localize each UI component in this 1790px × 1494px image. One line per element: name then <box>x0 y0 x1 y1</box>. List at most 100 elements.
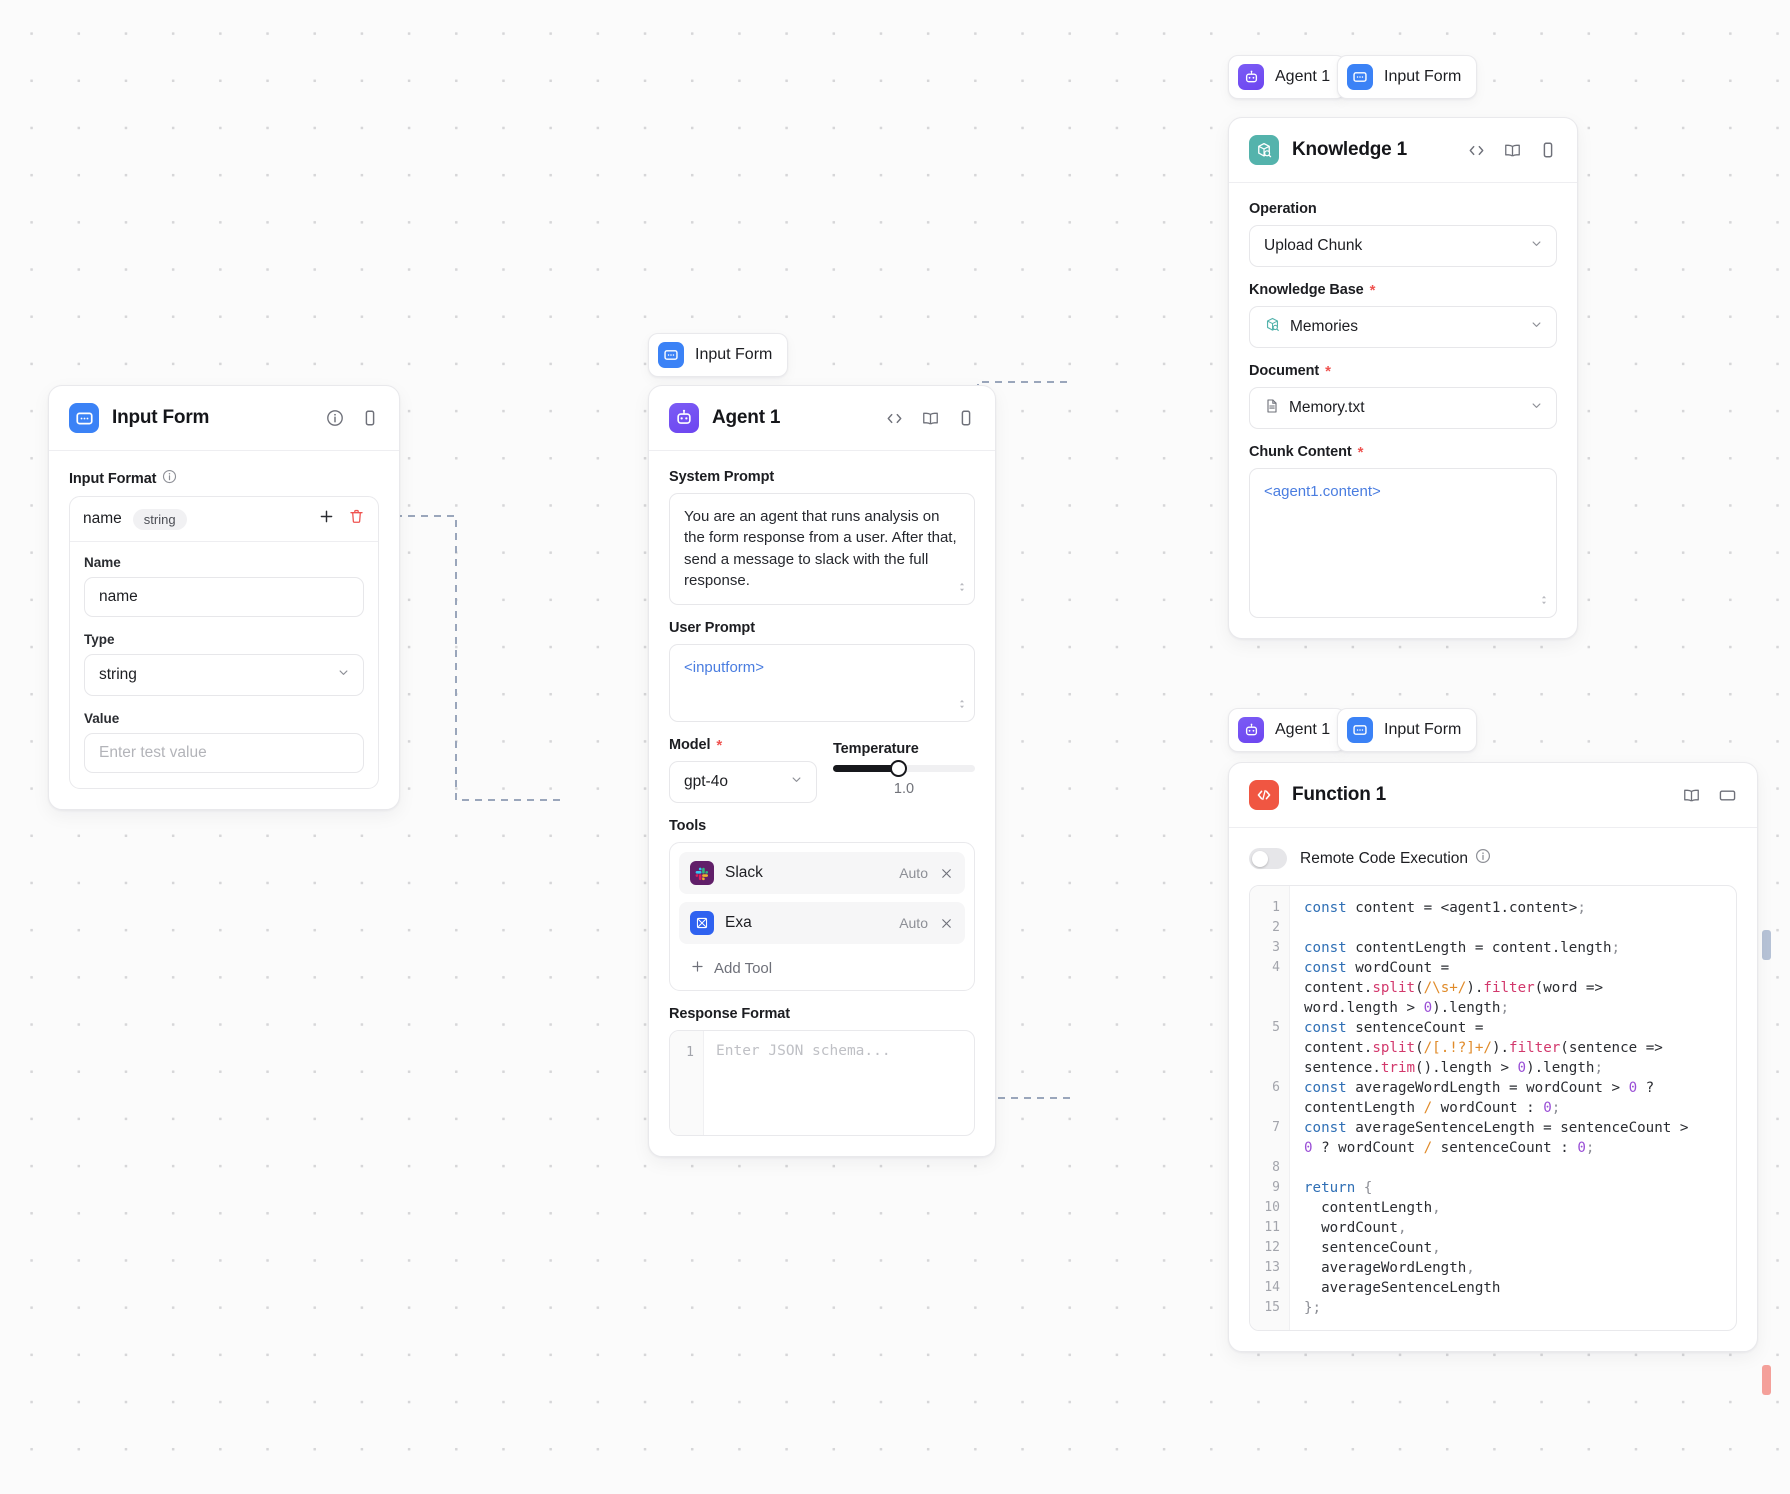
window-icon[interactable] <box>1718 786 1737 805</box>
source-chip-label: Input Form <box>1384 721 1462 738</box>
response-format-editor[interactable]: 1 Enter JSON schema... <box>669 1030 975 1136</box>
required-marker: * <box>1369 281 1376 299</box>
mobile-icon[interactable] <box>361 409 379 427</box>
source-chip-input-form[interactable]: Input Form <box>648 333 789 377</box>
remote-code-execution-toggle[interactable] <box>1249 848 1287 869</box>
temperature-slider[interactable] <box>833 760 975 777</box>
mobile-icon[interactable] <box>1539 141 1557 159</box>
tool-row-exa[interactable]: Exa Auto <box>679 902 965 944</box>
line-number: 13 <box>1264 1260 1280 1275</box>
code-gutter: 1 2 3 4 5 6 7 8 9 10 11 12 13 14 15 <box>1250 886 1290 1330</box>
knowledge-icon <box>1249 135 1279 165</box>
code-line <box>1304 1158 1736 1178</box>
book-icon[interactable] <box>921 409 940 428</box>
document-value: Memory.txt <box>1289 399 1365 416</box>
book-icon[interactable] <box>1503 141 1522 160</box>
knowledge-icon <box>1264 316 1281 338</box>
function-header[interactable]: Function 1 <box>1229 763 1757 828</box>
code-line: const wordCount = content.split(/\s+/).f… <box>1304 960 1604 1016</box>
response-format-placeholder: Enter JSON schema... <box>716 1043 891 1059</box>
chevron-down-icon <box>1529 398 1544 418</box>
schema-editor[interactable]: name string Name name Type string <box>69 496 379 789</box>
model-select-value: gpt-4o <box>684 773 728 790</box>
code-line: contentLength, <box>1304 1200 1441 1216</box>
code-line: }; <box>1304 1300 1322 1316</box>
source-chip-agent-1-function[interactable]: Agent 1 <box>1228 708 1347 752</box>
line-number: 7 <box>1272 1120 1280 1135</box>
system-prompt-value: You are an agent that runs analysis on t… <box>684 508 957 590</box>
line-number: 2 <box>1272 920 1280 935</box>
source-chip-input-form-function[interactable]: Input Form <box>1337 708 1478 752</box>
agent-header[interactable]: Agent 1 <box>649 386 995 451</box>
add-tool-button[interactable]: Add Tool <box>679 952 965 981</box>
line-number: 12 <box>1264 1240 1280 1255</box>
info-icon[interactable] <box>326 409 344 427</box>
line-number: 9 <box>1272 1180 1280 1195</box>
node-function-1[interactable]: Function 1 Remote Code Execution 1 2 3 4… <box>1228 762 1758 1352</box>
line-number: 3 <box>1272 940 1280 955</box>
knowledge-base-select[interactable]: Memories <box>1249 306 1557 348</box>
source-chip-agent-1-knowledge[interactable]: Agent 1 <box>1228 55 1347 99</box>
remote-code-execution-row[interactable]: Remote Code Execution <box>1249 846 1737 885</box>
port-function-in[interactable] <box>1762 930 1771 960</box>
name-input[interactable]: name <box>84 577 364 617</box>
book-icon[interactable] <box>1682 786 1701 805</box>
value-input[interactable]: Enter test value <box>84 733 364 773</box>
mobile-icon[interactable] <box>957 409 975 427</box>
resize-handle-icon[interactable] <box>1538 591 1550 612</box>
code-line: const averageSentenceLength = sentenceCo… <box>1304 1120 1689 1156</box>
resize-handle-icon[interactable] <box>956 695 968 716</box>
add-tool-label: Add Tool <box>714 960 773 977</box>
info-icon[interactable] <box>1475 848 1491 869</box>
chunk-content-label: Chunk Content* <box>1249 443 1364 461</box>
slider-thumb[interactable] <box>889 760 907 777</box>
trash-icon[interactable] <box>348 508 365 530</box>
port-function-out[interactable] <box>1762 1365 1771 1395</box>
tool-mode[interactable]: Auto <box>899 865 928 881</box>
tool-row-slack[interactable]: Slack Auto <box>679 852 965 894</box>
chunk-content-value: <agent1.content> <box>1264 483 1381 500</box>
tools-label: Tools <box>669 818 707 834</box>
required-marker: * <box>1357 443 1364 461</box>
resize-handle-icon[interactable] <box>956 578 968 599</box>
schema-row[interactable]: name string <box>70 497 378 542</box>
code-icon[interactable] <box>885 409 904 428</box>
knowledge-header[interactable]: Knowledge 1 <box>1229 118 1577 183</box>
source-chip-label: Agent 1 <box>1275 68 1331 85</box>
input-form-header[interactable]: Input Form <box>49 386 399 451</box>
model-label: Model* <box>669 736 723 754</box>
type-select[interactable]: string <box>84 654 364 696</box>
code-editor[interactable]: 1 2 3 4 5 6 7 8 9 10 11 12 13 14 15 cons… <box>1249 885 1737 1331</box>
plus-icon[interactable] <box>318 508 335 530</box>
input-format-label: Input Format <box>69 469 379 488</box>
code-content[interactable]: const content = <agent1.content>; const … <box>1290 886 1736 1330</box>
close-icon[interactable] <box>939 916 954 931</box>
system-prompt-label: System Prompt <box>669 469 775 485</box>
code-line: return { <box>1304 1180 1373 1196</box>
document-select[interactable]: Memory.txt <box>1249 387 1557 429</box>
line-number: 8 <box>1272 1160 1280 1175</box>
tool-name: Slack <box>725 864 763 881</box>
close-icon[interactable] <box>939 866 954 881</box>
schema-field-name: name <box>83 510 122 527</box>
model-select[interactable]: gpt-4o <box>669 761 817 803</box>
required-marker: * <box>716 736 723 754</box>
user-prompt-textarea[interactable]: <inputform> <box>669 644 975 722</box>
form-icon <box>658 342 684 368</box>
robot-icon <box>669 403 699 433</box>
operation-select[interactable]: Upload Chunk <box>1249 225 1557 267</box>
node-knowledge-1[interactable]: Knowledge 1 Operation Upload Chunk Knowl… <box>1228 117 1578 639</box>
code-line: sentenceCount, <box>1304 1240 1441 1256</box>
line-number: 14 <box>1264 1280 1280 1295</box>
chunk-content-textarea[interactable]: <agent1.content> <box>1249 468 1557 618</box>
remote-code-execution-label: Remote Code Execution <box>1300 849 1469 867</box>
code-icon[interactable] <box>1467 141 1486 160</box>
tool-mode[interactable]: Auto <box>899 915 928 931</box>
node-agent-1[interactable]: Agent 1 System Prompt You are an agent t… <box>648 385 996 1157</box>
info-icon[interactable] <box>162 469 177 488</box>
node-input-form[interactable]: Input Form Input Format name string Name <box>48 385 400 810</box>
system-prompt-textarea[interactable]: You are an agent that runs analysis on t… <box>669 493 975 605</box>
code-line: averageSentenceLength <box>1304 1280 1501 1296</box>
temperature-label: Temperature <box>833 741 919 757</box>
source-chip-input-form-knowledge[interactable]: Input Form <box>1337 55 1478 99</box>
